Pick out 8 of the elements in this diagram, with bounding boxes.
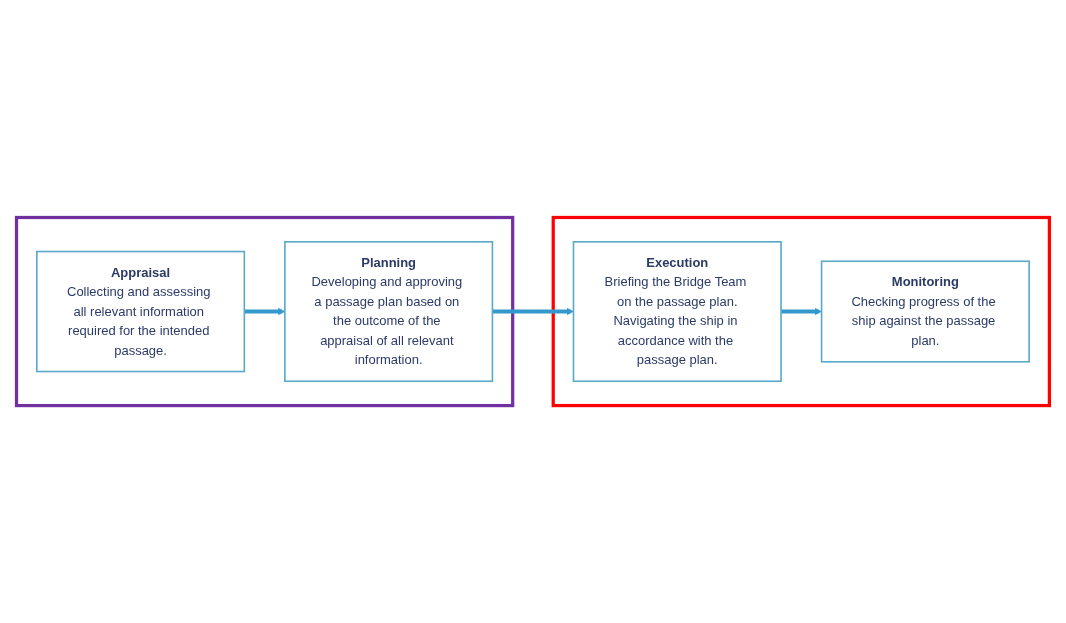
cluster (551, 215, 1052, 408)
arrow (492, 307, 574, 316)
node-box: Appraisal Collecting and assessing all relevant information required for the intended passage. (36, 250, 246, 373)
node-box: Execution Briefing the Bridge Team on the passage plan. Navigating the ship in accordance with the passage plan. (572, 240, 782, 383)
arrow (781, 307, 822, 316)
cluster (14, 215, 515, 408)
node-box: Planning Developing and approving a passage plan based on the outcome of the appraisal of all relevant information. (284, 240, 494, 383)
node-box: Monitoring Checking progress of the ship against the passage plan. (820, 260, 1030, 363)
